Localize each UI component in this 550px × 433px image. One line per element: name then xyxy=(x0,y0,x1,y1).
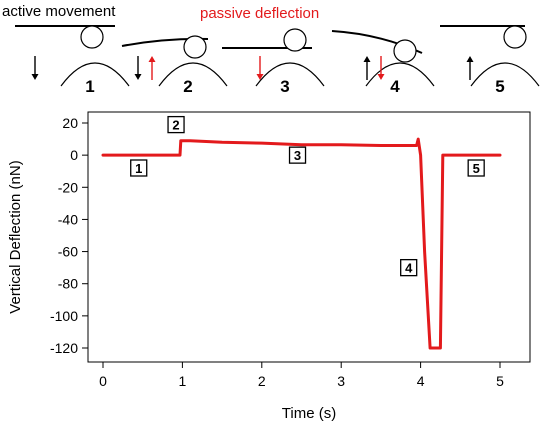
step-label-2: 2 xyxy=(167,115,185,134)
cell-surface xyxy=(470,62,540,87)
y-tick-label: 0 xyxy=(70,147,78,163)
active-arrow-icon xyxy=(31,56,39,80)
passive-arrow-icon xyxy=(377,56,385,80)
step-number: 4 xyxy=(390,77,400,96)
y-tick-label: -100 xyxy=(50,308,78,324)
schematic-step-1: 1 xyxy=(15,25,130,96)
step-label-4: 4 xyxy=(400,258,418,277)
plot-frame xyxy=(87,111,531,363)
probe-bead xyxy=(283,28,307,52)
passive-arrow-icon xyxy=(256,56,264,80)
step-label-text: 2 xyxy=(172,118,179,133)
y-tick-label: -120 xyxy=(50,340,78,356)
y-tick-label: -40 xyxy=(58,211,78,227)
cell-surface xyxy=(365,62,435,87)
x-tick-label: 1 xyxy=(179,373,187,389)
step-annotations: 1 2 3 4 5 xyxy=(130,115,485,277)
step-label-text: 3 xyxy=(294,148,301,163)
step-number: 1 xyxy=(85,77,94,96)
y-tick-label: 20 xyxy=(62,115,78,131)
cell-surface xyxy=(158,62,228,87)
step-label-1: 1 xyxy=(130,159,148,177)
step-label-text: 1 xyxy=(135,161,142,176)
series-line xyxy=(101,137,502,350)
schematic-step-4: 4 xyxy=(331,30,435,96)
schematic-steps: 1 2 3 4 5 xyxy=(15,25,540,96)
schematic-panel: active movement passive deflection 1 2 3 4 5 xyxy=(2,3,540,96)
x-tick-label: 0 xyxy=(99,373,107,389)
schematic-step-3: 3 xyxy=(222,28,325,96)
cell-surface xyxy=(60,62,130,87)
passive-arrow-icon xyxy=(148,56,156,80)
x-axis: 0 1 2 3 4 5 xyxy=(99,362,504,389)
probe-bead xyxy=(80,25,104,49)
probe-bead xyxy=(503,25,527,49)
active-arrow-icon xyxy=(363,56,371,80)
x-tick-label: 3 xyxy=(337,373,345,389)
y-tick-label: -80 xyxy=(58,276,78,292)
cell-surface xyxy=(255,62,325,87)
x-tick-label: 5 xyxy=(496,373,504,389)
active-arrow-icon xyxy=(466,56,474,80)
step-label-text: 5 xyxy=(473,161,480,176)
x-tick-label: 4 xyxy=(417,373,425,389)
step-number: 5 xyxy=(495,77,504,96)
y-tick-label: -20 xyxy=(58,179,78,195)
legend-passive-deflection: passive deflection xyxy=(200,5,319,22)
step-number: 3 xyxy=(280,77,289,96)
step-number: 2 xyxy=(183,77,192,96)
schematic-step-2: 2 xyxy=(121,35,228,96)
probe-bead xyxy=(393,39,417,63)
active-arrow-icon xyxy=(134,56,142,80)
x-tick-label: 2 xyxy=(258,373,266,389)
legend-active-movement: active movement xyxy=(2,3,116,20)
schematic-step-5: 5 xyxy=(440,25,540,96)
deflection-chart: 20 0 -20 -40 -60 -80 -100 -120 0 1 2 3 4 5 1 2 3 4 5 Tim… xyxy=(7,111,531,422)
x-axis-title: Time (s) xyxy=(282,405,336,422)
probe-bead xyxy=(183,35,207,59)
y-tick-label: -60 xyxy=(58,244,78,260)
y-axis: 20 0 -20 -40 -60 -80 -100 -120 xyxy=(50,115,88,356)
y-axis-title: Vertical Deflection (nN) xyxy=(7,160,24,313)
step-label-text: 4 xyxy=(405,261,413,276)
step-label-5: 5 xyxy=(467,159,485,177)
step-label-3: 3 xyxy=(288,146,307,164)
